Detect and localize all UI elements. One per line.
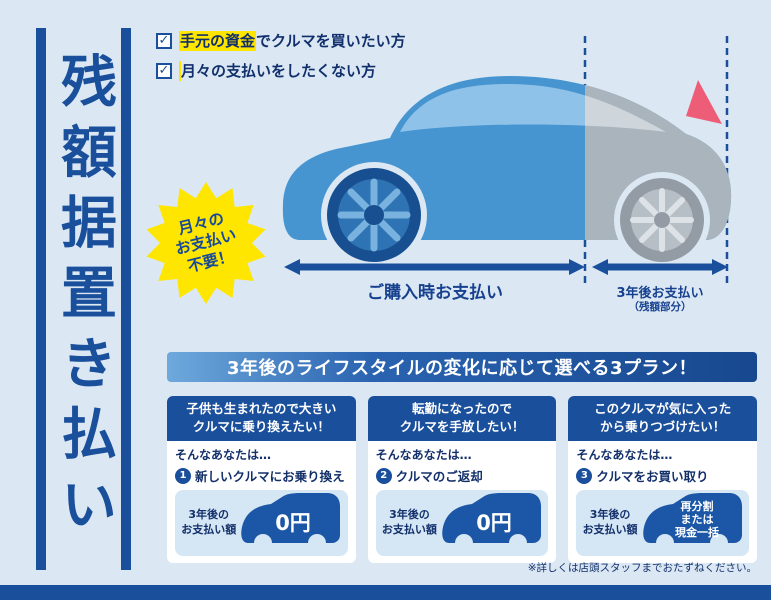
accent-bar-left [36,28,46,570]
plan-card-1: 子供も生まれたので大きい クルマに乗り換えたい！ そんなあなたは… 1 新しいク… [167,396,356,564]
plan-action-row: 3 クルマをお買い取り [576,466,749,485]
payment-amount-label: 3年後の お支払い額 [381,508,437,537]
car-illustration [282,36,732,286]
plan-price: 0円 [276,511,312,535]
later-payment-label: 3年後お支払い [616,286,704,301]
plan-action-row: 2 クルマのご返却 [375,466,549,485]
monthly-payment-free-badge: 月々の お支払い 不要！ [144,181,268,305]
plan-card-body: そんなあなたは… 2 クルマのご返却 3年後の お支払い額 0円 [368,441,557,563]
checkbox-icon: ✓ [156,62,172,79]
plan-price: 0円 [476,511,512,535]
checklist-text-2: 月々の支払いをしたくない方 [179,61,377,81]
plan-action-label: クルマをお買い取り [596,469,709,485]
highlighted-text: 手元の資金 [179,31,257,51]
plan-number-badge: 1 [175,467,191,484]
payment-amount-box: 3年後の お支払い額 再分割 または 現金一括 [576,490,750,557]
checklist-text-1: 手元の資金でクルマを買いたい方 [179,31,406,51]
plan-lead: そんなあなたは… [375,448,472,463]
mini-car-icon: 再分割 または 現金一括 [643,493,742,553]
plan-number-badge: 3 [576,467,593,484]
checklist-item-2: ✓ 月々の支払いをしたくない方 [156,60,376,81]
bottom-accent-bar [0,585,771,600]
payment-amount-box: 3年後の お支払い額 0円 [375,490,549,557]
footnote: ※詳しくは店頭スタッフまでおたずねください。 [527,562,757,574]
front-wheel [327,168,421,262]
plan-card-header: このクルマが気に入った から乗りつづけたい！ [568,396,758,442]
starburst-icon [146,182,266,304]
plan-card-body: そんなあなたは… 1 新しいクルマにお乗り換え 3年後の お支払い額 0円 [167,441,356,563]
plan-price-line: 現金一括 [675,525,719,539]
accent-bar-right [121,28,131,570]
taillight-icon [686,80,722,124]
plan-price-line: 再分割 [680,499,713,513]
plans-banner-text: 3年後のライフスタイルの変化に応じて選べる3プラン！ [226,358,698,379]
plan-action-label: 新しいクルマにお乗り換え [195,469,345,485]
plans-banner: 3年後のライフスタイルの変化に応じて選べる3プラン！ [167,352,757,382]
vertical-title-text: 残額据置き払い [51,52,117,546]
plan-action-row: 1 新しいクルマにお乗り換え [175,466,348,485]
payment-amount-label: 3年後の お支払い額 [181,508,237,537]
payment-arrows [284,259,728,275]
plan-lead: そんなあなたは… [175,448,272,463]
plan-price-line: または [680,513,713,526]
plan-card-3: このクルマが気に入った から乗りつづけたい！ そんなあなたは… 3 クルマをお買… [568,396,758,564]
vertical-title: 残額据置き払い [46,28,122,570]
mini-car-icon: 0円 [442,493,542,553]
mini-car-icon: 0円 [241,493,341,553]
purchase-payment-label: ご購入時お支払い [367,283,503,303]
rear-wheel [620,178,704,262]
plan-number-badge: 2 [375,467,392,484]
checkbox-icon: ✓ [156,32,172,49]
car-residual-section [585,80,732,268]
payment-amount-box: 3年後の お支払い額 0円 [175,490,348,557]
plan-card-header: 転勤になったので クルマを手放したい！ [367,396,557,442]
plan-lead: そんなあなたは… [576,448,673,463]
checklist-item-1: ✓ 手元の資金でクルマを買いたい方 [156,30,406,51]
later-payment-sublabel: （残額部分） [628,301,692,313]
purchase-period-arrow [284,259,585,275]
plan-card-header: 子供も生まれたので大きい クルマに乗り換えたい！ [167,396,356,442]
plan-card-2: 転勤になったので クルマを手放したい！ そんなあなたは… 2 クルマのご返却 3… [367,396,557,564]
plan-card-body: そんなあなたは… 3 クルマをお買い取り 3年後の お支払い額 再分割 [568,441,757,563]
plan-cards: 子供も生まれたので大きい クルマに乗り換えたい！ そんなあなたは… 1 新しいク… [167,396,758,564]
highlighted-text [179,61,181,81]
residual-period-arrow [592,259,728,275]
payment-amount-label: 3年後の お支払い額 [582,508,638,537]
plan-action-label: クルマのご返却 [395,469,483,485]
